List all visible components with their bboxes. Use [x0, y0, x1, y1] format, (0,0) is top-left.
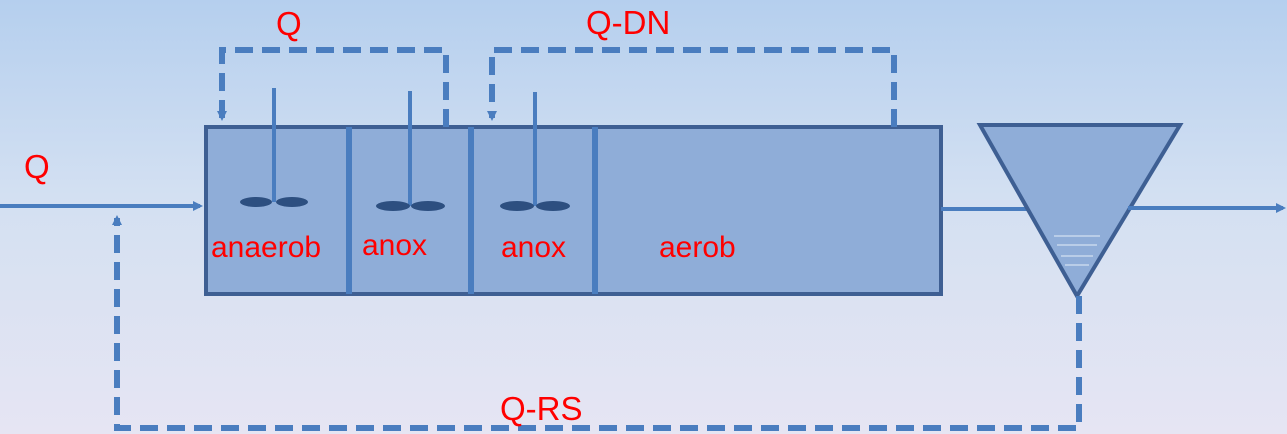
- clarifier-sludge-lines: [1054, 235, 1100, 266]
- return-sludge-line: [112, 215, 1082, 431]
- inflow-label: Q: [24, 148, 50, 185]
- mixer-icon: [376, 91, 445, 211]
- recycle-q-line: [217, 47, 449, 127]
- mixer-icon: [500, 92, 570, 211]
- zone-label: anaerob: [211, 231, 322, 264]
- recycle-dn-line: [487, 47, 897, 127]
- reactor-tank: [204, 125, 943, 296]
- recycle-q-label: Q: [276, 5, 302, 42]
- return-sludge-label: Q-RS: [500, 390, 583, 427]
- recycle-dn-label: Q-DN: [586, 4, 671, 41]
- zone-label: anox: [501, 231, 567, 264]
- zone-label: aerob: [659, 231, 736, 264]
- clarifier: [976, 123, 1184, 300]
- mixer-icon: [240, 88, 308, 207]
- zone-label: anox: [362, 229, 428, 262]
